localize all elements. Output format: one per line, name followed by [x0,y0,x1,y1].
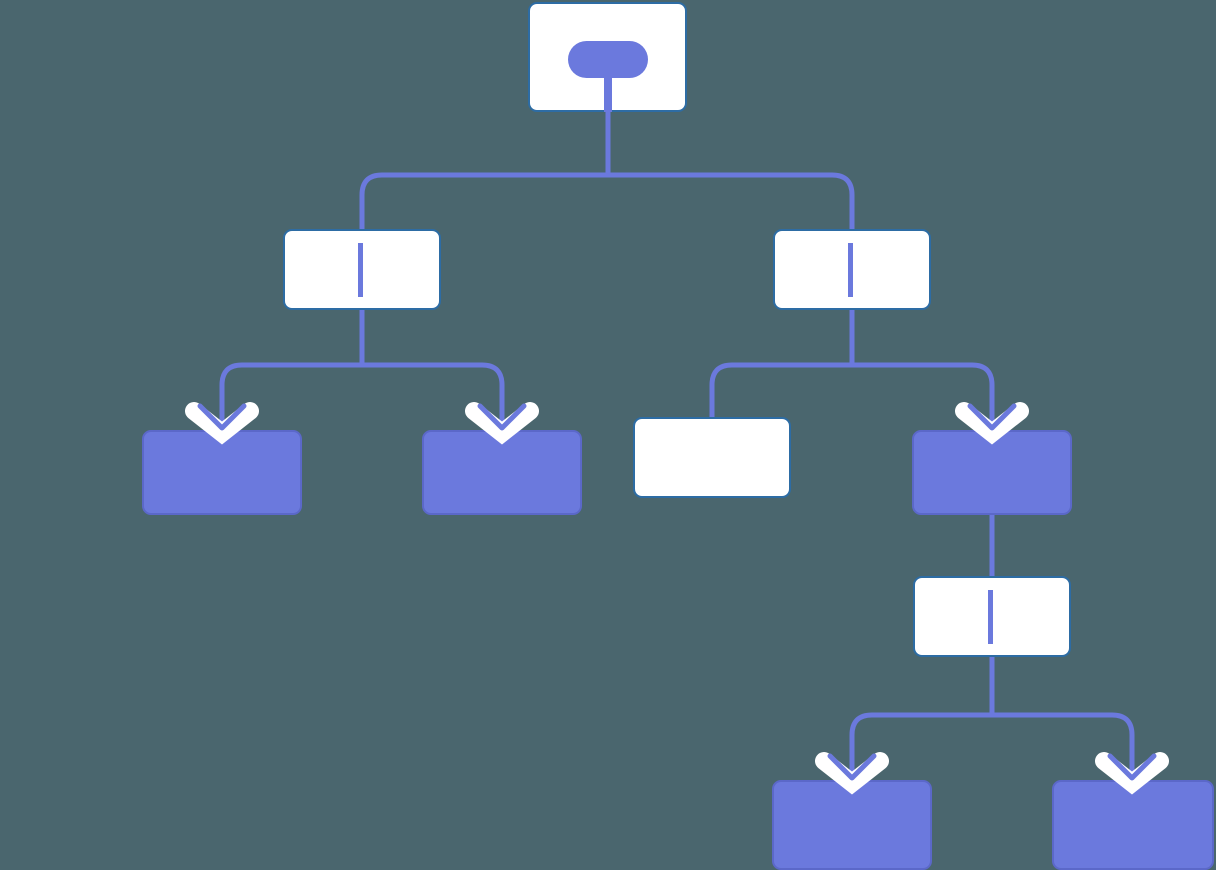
root-stem-connector [604,74,612,112]
terminal-node-c[interactable] [633,417,791,498]
sub-branch-node[interactable] [913,576,1071,657]
branch-node-d[interactable] [912,430,1072,515]
leaf-node-f[interactable] [1052,780,1214,870]
leaf-node-e[interactable] [772,780,932,870]
branch-node-left[interactable] [283,229,441,310]
root-pill-marker [568,41,648,78]
branch-node-right[interactable] [773,229,931,310]
leaf-node-a[interactable] [142,430,302,515]
leaf-node-b[interactable] [422,430,582,515]
